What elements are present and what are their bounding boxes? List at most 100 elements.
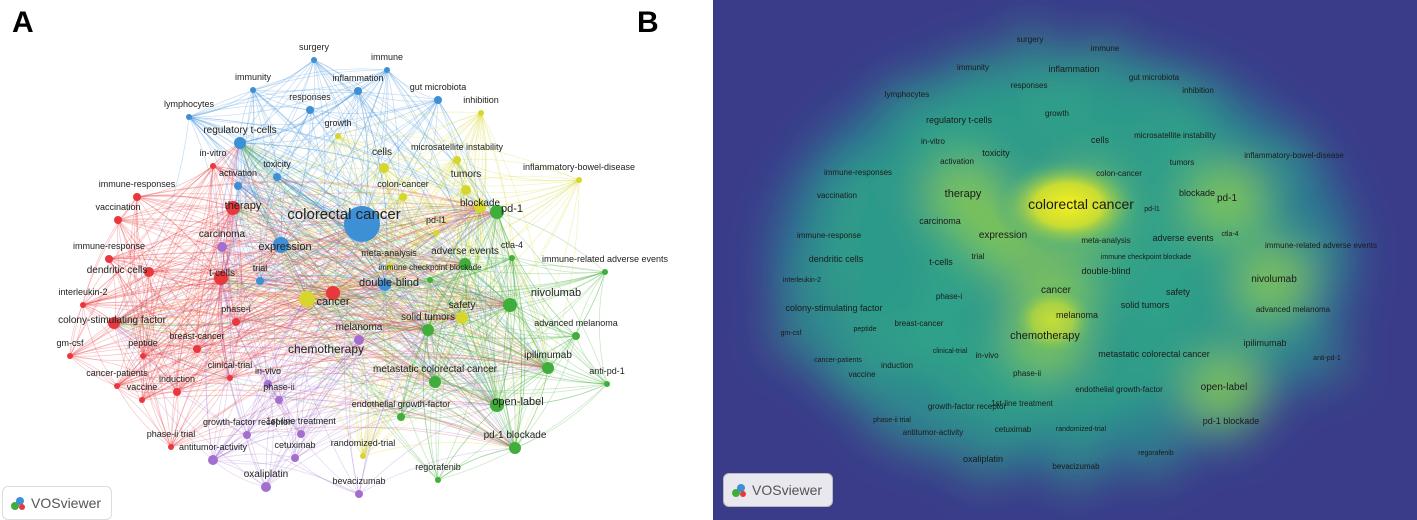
node-in-vivo[interactable] <box>264 380 272 388</box>
density-blob <box>1054 54 1094 94</box>
node-pd-1-blockade[interactable] <box>509 442 521 454</box>
link <box>113 167 385 324</box>
node-vaccine[interactable] <box>139 397 145 403</box>
link <box>239 90 359 144</box>
node-lymphocytes[interactable] <box>186 114 192 120</box>
node-in-vitro[interactable] <box>210 163 216 169</box>
node-regorafenib[interactable] <box>435 477 441 483</box>
node-metastatic-colorectal-cancer[interactable] <box>429 376 441 388</box>
node-advanced-melanoma[interactable] <box>572 332 580 340</box>
node-cells[interactable] <box>379 163 389 173</box>
link <box>136 196 498 406</box>
node-open-label[interactable] <box>490 398 504 412</box>
node-breast-cancer[interactable] <box>193 345 201 353</box>
node-phase-ii-trial[interactable] <box>168 444 174 450</box>
node-regulatory-t-cells[interactable] <box>234 137 246 149</box>
link <box>306 263 466 300</box>
node-tumors[interactable] <box>461 185 471 195</box>
node-microsatellite-instability[interactable] <box>453 156 461 164</box>
node-blockade[interactable] <box>474 201 486 213</box>
node-cetuximab[interactable] <box>291 454 299 462</box>
node-inhibition[interactable] <box>478 110 484 116</box>
node-growth[interactable] <box>335 133 341 139</box>
node-immune-checkpoint-blockade[interactable] <box>427 277 433 283</box>
node-label-phase-ii-trial: phase-ii trial <box>147 429 196 439</box>
node-growth-factor-receptor[interactable] <box>243 431 251 439</box>
node-colony-stimulating-factor[interactable] <box>108 317 120 329</box>
node-cancer-patients[interactable] <box>114 383 120 389</box>
link <box>252 59 315 91</box>
node-nivolumab[interactable] <box>503 298 517 312</box>
vosviewer-logo-b[interactable]: VOSviewer <box>723 473 834 507</box>
node-toxicity[interactable] <box>273 173 281 181</box>
node-randomized-trial[interactable] <box>360 453 366 459</box>
node-peptide[interactable] <box>140 353 146 359</box>
node-pd-l1[interactable] <box>433 230 439 236</box>
link <box>306 99 439 300</box>
node-t-cells[interactable] <box>214 271 228 285</box>
node-expression[interactable] <box>273 237 289 253</box>
link <box>229 244 282 379</box>
link <box>239 142 386 286</box>
node-colon-cancer[interactable] <box>399 193 407 201</box>
node-solid-tumors[interactable] <box>422 324 434 336</box>
node-carcinoma[interactable] <box>217 242 227 252</box>
node-clinical-trial[interactable] <box>227 375 233 381</box>
node-ipilimumab[interactable] <box>542 362 554 374</box>
node-pd-1[interactable] <box>490 205 504 219</box>
node-therapy[interactable] <box>226 201 240 215</box>
link <box>232 59 315 209</box>
node-immunity[interactable] <box>250 87 256 93</box>
link <box>437 367 549 481</box>
node-trial[interactable] <box>256 277 264 285</box>
node-meta-analysis[interactable] <box>386 263 392 269</box>
node-immune[interactable] <box>384 67 390 73</box>
node-immune-response[interactable] <box>105 255 113 263</box>
node-surgery[interactable] <box>311 57 317 63</box>
node-1st-line-treatment[interactable] <box>297 430 305 438</box>
node-chemotherapy[interactable] <box>299 291 315 307</box>
link <box>69 355 172 448</box>
node-activation[interactable] <box>234 182 242 190</box>
node-melanoma[interactable] <box>354 335 364 345</box>
node-colorectal-cancer[interactable] <box>344 206 380 242</box>
link <box>176 244 282 393</box>
node-interleukin-2[interactable] <box>80 302 86 308</box>
node-bevacizumab[interactable] <box>355 490 363 498</box>
node-cancer[interactable] <box>326 286 340 300</box>
density-blob <box>1125 290 1165 330</box>
node-phase-i[interactable] <box>232 318 240 326</box>
node-endothelial-growth-factor[interactable] <box>397 413 405 421</box>
node-induction[interactable] <box>173 388 181 396</box>
node-inflammatory-bowel-disease[interactable] <box>576 177 582 183</box>
node-dendritic-cells[interactable] <box>144 267 154 277</box>
node-safety[interactable] <box>456 312 468 324</box>
node-responses[interactable] <box>306 106 314 114</box>
link <box>278 399 360 495</box>
node-vaccination[interactable] <box>114 216 122 224</box>
node-label-cancer: cancer <box>316 296 349 308</box>
node-double-blind[interactable] <box>379 279 391 291</box>
node-anti-pd-1[interactable] <box>604 381 610 387</box>
node-gm-csf[interactable] <box>67 353 73 359</box>
node-adverse-events[interactable] <box>459 258 471 270</box>
node-gut-microbiota[interactable] <box>434 96 442 104</box>
link <box>427 159 459 331</box>
link <box>252 89 278 178</box>
node-ctla-4[interactable] <box>509 255 515 261</box>
node-label-carcinoma: carcinoma <box>199 229 246 240</box>
node-oxaliplatin[interactable] <box>261 482 271 492</box>
link <box>427 304 511 331</box>
node-label-colon-cancer: colon-cancer <box>377 179 429 189</box>
link <box>280 244 364 457</box>
link <box>400 317 463 418</box>
node-immune-related-adverse-events[interactable] <box>602 269 608 275</box>
node-antitumor-activity[interactable] <box>208 455 218 465</box>
node-phase-ii[interactable] <box>275 396 283 404</box>
link <box>246 284 386 436</box>
node-immune-responses[interactable] <box>133 193 141 201</box>
vosviewer-logo-a[interactable]: VOSviewer <box>2 486 113 520</box>
node-inflammation[interactable] <box>354 87 362 95</box>
density-label-gut-microbiota: gut microbiota <box>1129 73 1180 82</box>
link <box>117 165 214 221</box>
